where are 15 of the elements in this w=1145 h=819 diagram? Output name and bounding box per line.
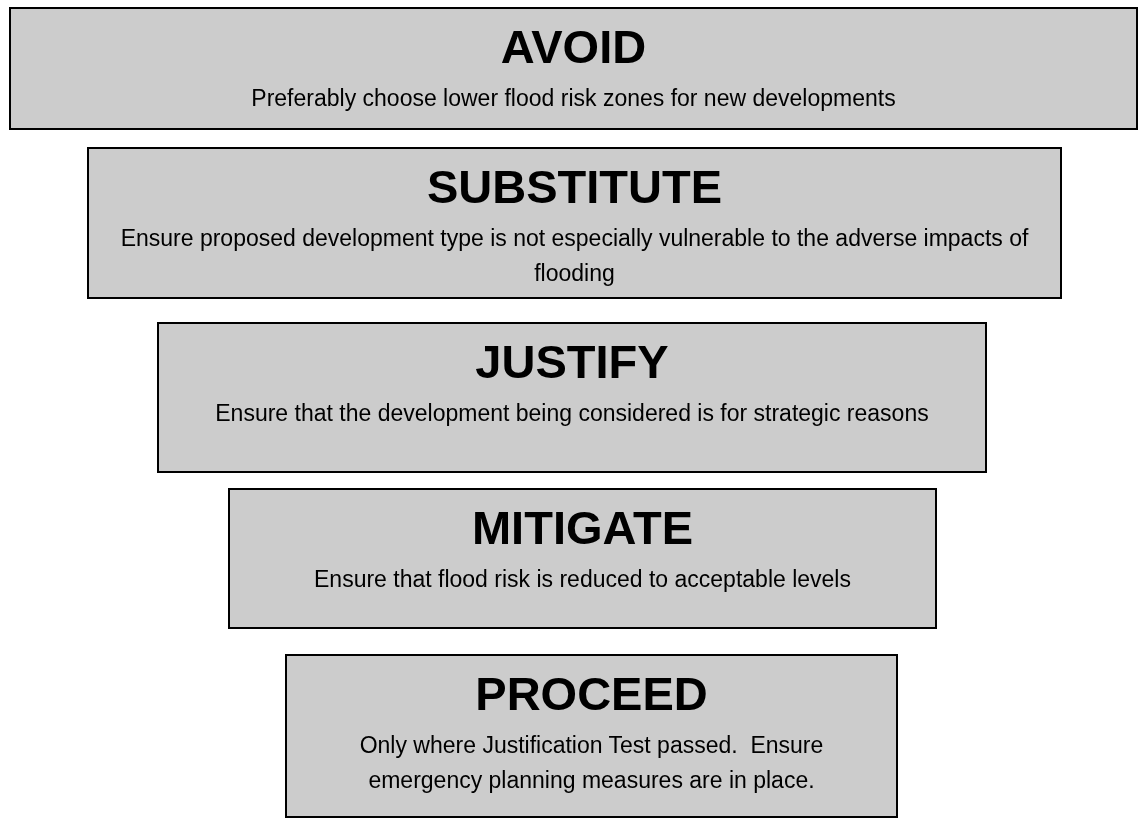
step-heading: SUBSTITUTE <box>426 159 723 215</box>
step-heading: PROCEED <box>475 666 708 722</box>
step-heading: JUSTIFY <box>475 334 669 390</box>
step-box <box>285 654 898 818</box>
step-description: Ensure that flood risk is reduced to acceptable levels <box>314 565 851 594</box>
step-heading: MITIGATE <box>471 500 693 556</box>
step-box <box>9 7 1138 130</box>
step-description: Ensure proposed development type is not especially vulnerable to the adverse impacts of flooding <box>119 224 1030 288</box>
step-description: Preferably choose lower flood risk zones for new developments <box>251 84 896 113</box>
step-box <box>157 322 987 473</box>
step-heading: AVOID <box>500 19 647 75</box>
step-description: Only where Justification Test passed. Ensure emergency planning measures are in place. <box>358 731 825 795</box>
step-box <box>228 488 937 629</box>
step-box <box>87 147 1062 299</box>
step-description: Ensure that the development being considered is for strategic reasons <box>215 399 929 428</box>
